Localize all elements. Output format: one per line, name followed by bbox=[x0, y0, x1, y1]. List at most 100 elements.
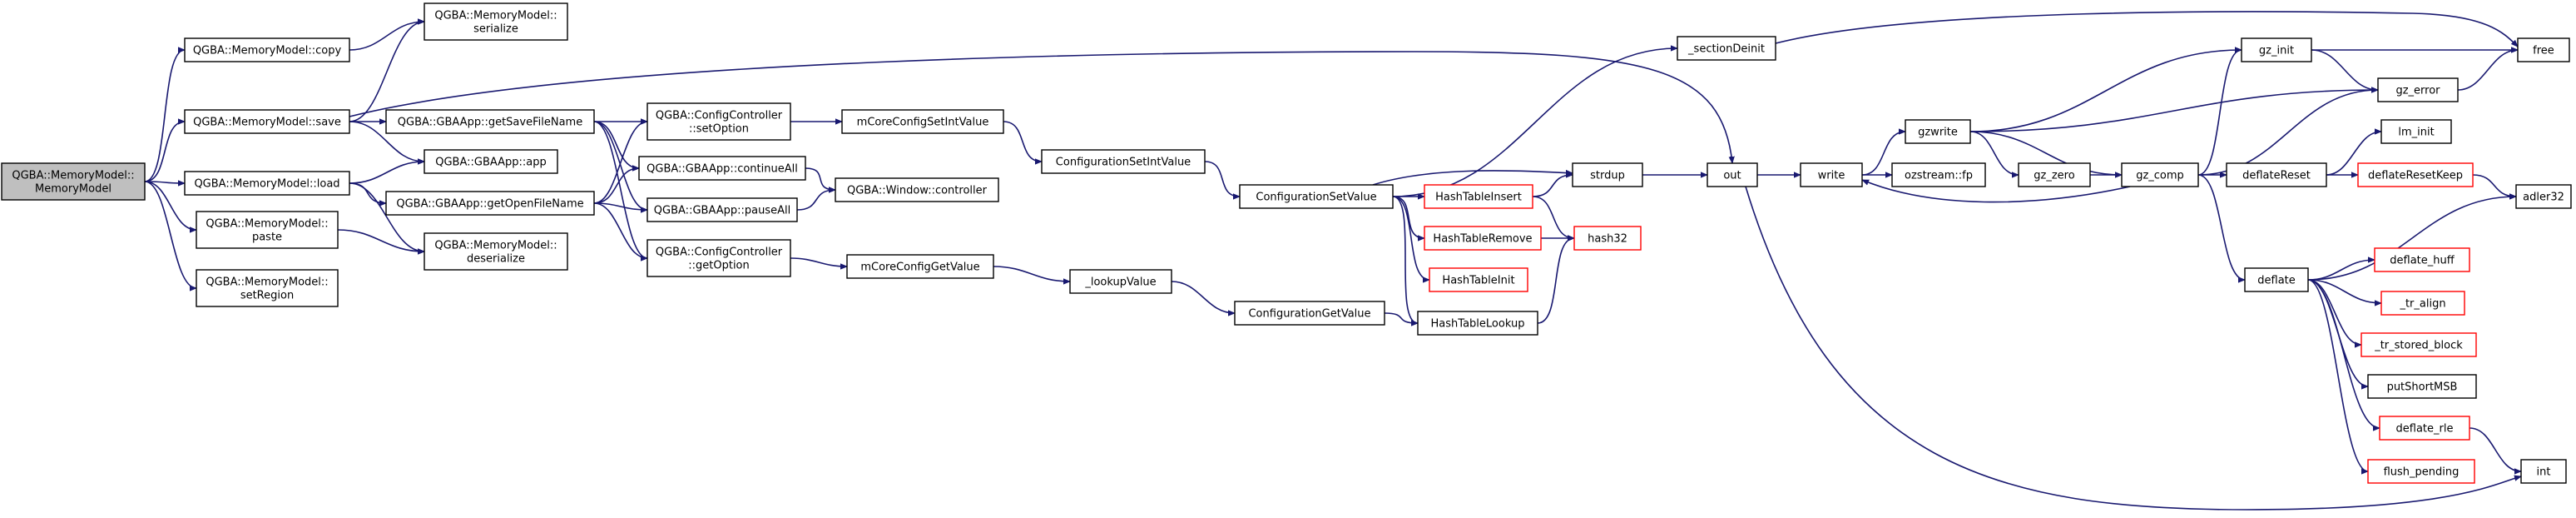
node-mm-paste[interactable]: QGBA::MemoryModel::paste bbox=[196, 211, 339, 249]
node-label: ozstream::fp bbox=[1905, 170, 1973, 182]
node-box bbox=[1424, 184, 1533, 209]
node-box bbox=[1, 162, 146, 201]
node-ht-init[interactable]: HashTableInit bbox=[1429, 267, 1528, 292]
node-label: serialize bbox=[473, 23, 518, 36]
node-label: QGBA::MemoryModel::save bbox=[193, 117, 341, 129]
node-label: deflateReset bbox=[2242, 170, 2311, 182]
node-app-pauseall[interactable]: QGBA::GBAApp::pauseAll bbox=[646, 197, 798, 222]
node-label: ::setOption bbox=[689, 123, 749, 136]
node-box bbox=[184, 37, 350, 62]
node-gz-error[interactable]: gz_error bbox=[2377, 77, 2459, 102]
node-label: HashTableLookup bbox=[1431, 318, 1525, 331]
node-label: putShortMSB bbox=[2387, 381, 2458, 394]
node-box bbox=[646, 197, 798, 222]
node-int[interactable]: int bbox=[2520, 459, 2567, 484]
node-box bbox=[2379, 416, 2470, 441]
node-mcore-setint[interactable]: mCoreConfigSetIntValue bbox=[841, 109, 1004, 134]
nodes: QGBA::MemoryModel::MemoryModelQGBA::Memo… bbox=[1, 2, 2572, 484]
node-adler32[interactable]: adler32 bbox=[2515, 184, 2572, 209]
node-cc-getoption[interactable]: QGBA::ConfigController::getOption bbox=[646, 239, 791, 277]
edge-deflate-to-tr_stored_block bbox=[2307, 279, 2362, 345]
node-cc-setoption[interactable]: QGBA::ConfigController::setOption bbox=[646, 102, 791, 141]
node-flush-pending[interactable]: flush_pending bbox=[2367, 459, 2475, 484]
node-label: int bbox=[2537, 466, 2551, 479]
node-free[interactable]: free bbox=[2517, 37, 2570, 62]
node-deflatereset[interactable]: deflateReset bbox=[2226, 162, 2327, 187]
node-lm-init[interactable]: lm_init bbox=[2380, 119, 2452, 144]
edge-cfg_setvalue-to-ht_init bbox=[1392, 196, 1430, 280]
node-box bbox=[2357, 162, 2474, 187]
node-mm-load[interactable]: QGBA::MemoryModel::load bbox=[184, 171, 350, 196]
node-deflate[interactable]: deflate bbox=[2244, 267, 2309, 292]
node-label: QGBA::GBAApp::app bbox=[435, 157, 547, 169]
node-label: QGBA::MemoryModel:: bbox=[434, 10, 557, 22]
edge-gz_comp-to-gz_init bbox=[2197, 50, 2242, 176]
edge-gzwrite-to-gz_zero bbox=[1969, 131, 2019, 175]
node-ht-lookup[interactable]: HashTableLookup bbox=[1417, 311, 1538, 336]
node-label: write bbox=[1818, 170, 1845, 182]
node-lookupvalue[interactable]: _lookupValue bbox=[1069, 269, 1172, 294]
node-gz-init[interactable]: gz_init bbox=[2241, 37, 2312, 62]
node-label: gz_zero bbox=[2034, 170, 2074, 182]
node-box bbox=[184, 109, 350, 134]
node-deflate-huff[interactable]: deflate_huff bbox=[2374, 247, 2470, 272]
node-label: QGBA::ConfigController bbox=[656, 247, 783, 259]
node-mm-serialize[interactable]: QGBA::MemoryModel::serialize bbox=[424, 2, 568, 41]
node-gzwrite[interactable]: gzwrite bbox=[1905, 119, 1971, 144]
node-section-deinit[interactable]: _sectionDeinit bbox=[1677, 36, 1776, 61]
node-mm-setregion[interactable]: QGBA::MemoryModel::setRegion bbox=[196, 269, 339, 307]
node-label: free bbox=[2533, 45, 2554, 57]
node-label: QGBA::Window::controller bbox=[847, 185, 988, 197]
edge-mm_save-to-mm_serialize bbox=[349, 22, 425, 122]
node-box bbox=[1573, 226, 1642, 251]
edge-root-to-mm_save bbox=[144, 122, 186, 182]
node-app-getopen[interactable]: QGBA::GBAApp::getOpenFileName bbox=[385, 191, 595, 216]
node-box bbox=[196, 269, 339, 307]
node-box bbox=[835, 177, 999, 202]
node-box bbox=[2515, 184, 2572, 209]
node-label: flush_pending bbox=[2384, 466, 2460, 479]
node-label: _tr_align bbox=[2399, 298, 2445, 311]
node-ht-insert[interactable]: HashTableInsert bbox=[1424, 184, 1533, 209]
node-tr-align[interactable]: _tr_align bbox=[2380, 291, 2465, 316]
node-app-app[interactable]: QGBA::GBAApp::app bbox=[424, 149, 558, 174]
node-label: setRegion bbox=[240, 290, 294, 302]
node-box bbox=[2244, 267, 2309, 292]
edge-deflate-to-deflate_huff bbox=[2307, 260, 2375, 281]
edge-mcore_getvalue-to-lookupvalue bbox=[993, 266, 1070, 281]
node-gz-comp[interactable]: gz_comp bbox=[2121, 162, 2199, 187]
node-label: MemoryModel bbox=[35, 183, 111, 196]
node-strdup[interactable]: strdup bbox=[1572, 162, 1643, 187]
node-gz-zero[interactable]: gz_zero bbox=[2018, 162, 2091, 187]
node-win-controller[interactable]: QGBA::Window::controller bbox=[835, 177, 999, 202]
node-deflate-rle[interactable]: deflate_rle bbox=[2379, 416, 2470, 441]
node-label: _tr_stored_block bbox=[2374, 340, 2463, 352]
node-ht-remove[interactable]: HashTableRemove bbox=[1424, 226, 1542, 251]
edge-app_continueall-to-win_controller bbox=[805, 167, 835, 190]
node-box bbox=[2520, 459, 2567, 484]
node-mm-save[interactable]: QGBA::MemoryModel::save bbox=[184, 109, 350, 134]
node-cfg-setint[interactable]: ConfigurationSetIntValue bbox=[1041, 149, 1206, 174]
node-cfg-getvalue[interactable]: ConfigurationGetValue bbox=[1234, 301, 1385, 326]
node-label: gzwrite bbox=[1918, 127, 1958, 139]
node-write[interactable]: write bbox=[1800, 162, 1863, 187]
node-root[interactable]: QGBA::MemoryModel::MemoryModel bbox=[1, 162, 146, 201]
node-label: paste bbox=[252, 232, 282, 244]
node-app-continueall[interactable]: QGBA::GBAApp::continueAll bbox=[638, 156, 806, 181]
node-mcore-getvalue[interactable]: mCoreConfigGetValue bbox=[846, 254, 994, 279]
node-app-getsave[interactable]: QGBA::GBAApp::getSaveFileName bbox=[385, 109, 595, 134]
node-label: mCoreConfigSetIntValue bbox=[857, 117, 989, 129]
node-hash32[interactable]: hash32 bbox=[1573, 226, 1642, 251]
node-mm-copy[interactable]: QGBA::MemoryModel::copy bbox=[184, 37, 350, 62]
node-box bbox=[646, 239, 791, 277]
node-putshortmsb[interactable]: putShortMSB bbox=[2367, 374, 2477, 399]
node-label: deflateResetKeep bbox=[2368, 170, 2463, 182]
node-mm-deserialize[interactable]: QGBA::MemoryModel::deserialize bbox=[424, 232, 568, 271]
node-out[interactable]: out bbox=[1707, 162, 1758, 187]
node-deflateresetkeep[interactable]: deflateResetKeep bbox=[2357, 162, 2474, 187]
node-label: lm_init bbox=[2398, 127, 2434, 139]
node-cfg-setvalue[interactable]: ConfigurationSetValue bbox=[1239, 184, 1394, 209]
node-ozstream-fp[interactable]: ozstream::fp bbox=[1891, 162, 1986, 187]
node-tr-stored-block[interactable]: _tr_stored_block bbox=[2361, 332, 2477, 357]
edge-root-to-mm_setregion bbox=[144, 181, 197, 288]
